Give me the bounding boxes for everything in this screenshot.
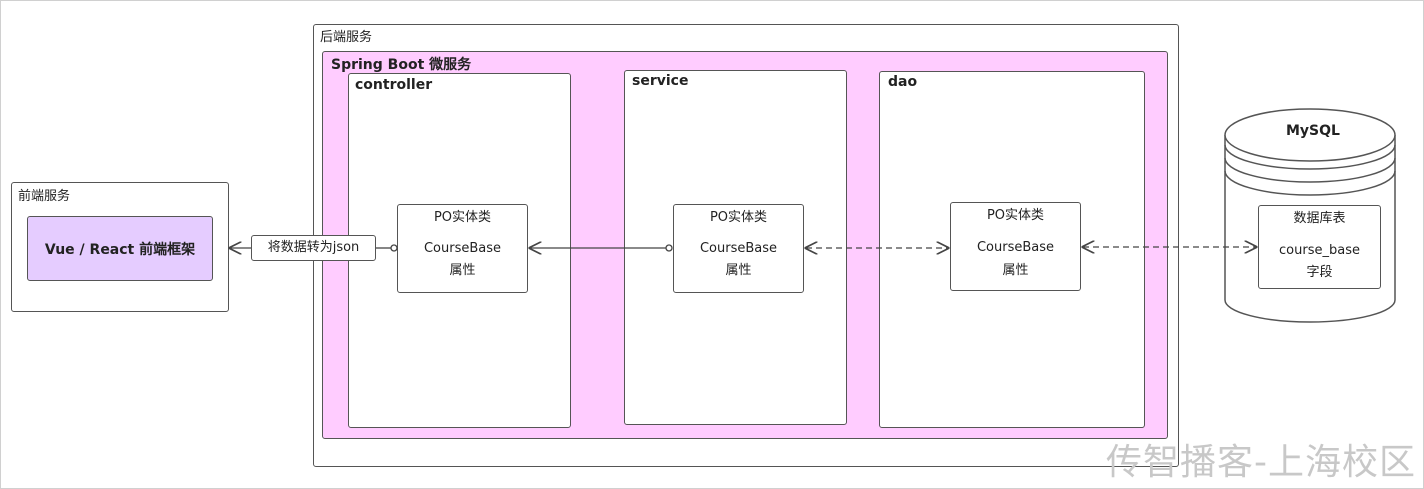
db-table-name: course_base <box>1279 243 1360 258</box>
po-entity-controller: PO实体类 CourseBase 属性 <box>397 204 528 293</box>
po-entity-service: PO实体类 CourseBase 属性 <box>673 204 804 293</box>
po-name: CourseBase <box>699 241 778 256</box>
controller-title: controller <box>355 77 433 93</box>
po-name: CourseBase <box>423 241 502 256</box>
db-table-title: 数据库表 <box>1293 211 1346 226</box>
watermark: 传智播客-上海校区 <box>1106 442 1416 483</box>
database-table-box: 数据库表 course_base 字段 <box>1258 205 1381 289</box>
frontend-framework-box: Vue / React 前端框架 <box>27 216 213 281</box>
dao-title: dao <box>888 74 918 90</box>
service-connector-dot <box>665 244 673 252</box>
frontend-framework-label: Vue / React 前端框架 <box>44 242 196 258</box>
service-title: service <box>632 73 689 89</box>
json-conversion-label: 将数据转为json <box>251 235 376 261</box>
po-title: PO实体类 <box>709 210 768 225</box>
springboot-title: Spring Boot 微服务 <box>331 57 472 73</box>
db-table-fields: 字段 <box>1306 265 1333 280</box>
po-name: CourseBase <box>976 240 1055 255</box>
frontend-service-title: 前端服务 <box>18 189 71 204</box>
backend-service-title: 后端服务 <box>320 30 373 45</box>
controller-connector-dot <box>390 244 398 252</box>
po-attributes: 属性 <box>449 263 476 278</box>
po-entity-dao: PO实体类 CourseBase 属性 <box>950 202 1081 291</box>
mysql-title: MySQL <box>1286 123 1340 139</box>
po-title: PO实体类 <box>986 208 1045 223</box>
po-title: PO实体类 <box>433 210 492 225</box>
po-attributes: 属性 <box>1002 263 1029 278</box>
po-attributes: 属性 <box>725 263 752 278</box>
